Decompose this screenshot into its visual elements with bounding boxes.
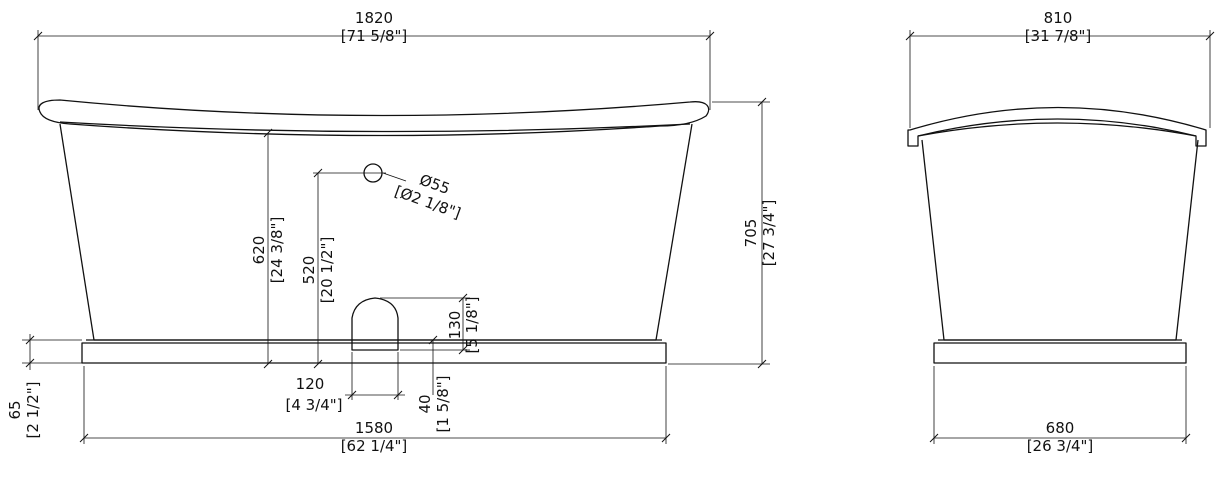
width-810-mm: 810 xyxy=(1044,9,1073,27)
side-dimension-labels: 1820 [71 5/8"] 705 [27 3/4"] 620 [24 3/8… xyxy=(6,9,778,455)
side-dimension-lines xyxy=(22,30,770,444)
base-1580-mm: 1580 xyxy=(355,419,393,437)
waste-120-in: [4 3/4"] xyxy=(285,396,342,414)
base-680-in: [26 3/4"] xyxy=(1027,437,1094,455)
waste-120-mm: 120 xyxy=(296,375,325,393)
end-tub-body xyxy=(921,139,1199,341)
width-810-in: [31 7/8"] xyxy=(1025,27,1092,45)
base-1580-in: [62 1/4"] xyxy=(341,437,408,455)
waste-130-in: [5 1/8"] xyxy=(463,296,481,353)
waste-40-in: [1 5/8"] xyxy=(434,375,452,432)
height-520-in: [20 1/2"] xyxy=(318,237,336,304)
length-1820-in: [71 5/8"] xyxy=(341,27,408,45)
waste-40-mm: 40 xyxy=(416,394,434,413)
plinth-65-in: [2 1/2"] xyxy=(24,381,42,438)
plinth-65-mm: 65 xyxy=(6,400,24,419)
end-rim-inner-line xyxy=(917,118,1197,137)
end-view xyxy=(907,106,1207,364)
end-plinth xyxy=(933,342,1187,364)
side-plinth xyxy=(81,342,667,364)
side-rim-inner-line xyxy=(59,121,691,133)
height-520-mm: 520 xyxy=(300,256,318,285)
height-620-in: [24 3/8"] xyxy=(268,217,286,284)
side-rim xyxy=(38,99,710,137)
base-680-mm: 680 xyxy=(1046,419,1075,437)
height-705-in: [27 3/4"] xyxy=(760,200,778,267)
end-dimension-lines xyxy=(905,30,1215,444)
height-620-mm: 620 xyxy=(250,236,268,265)
waste-130-mm: 130 xyxy=(446,311,464,340)
side-tub-body xyxy=(59,123,693,341)
end-dimension-labels: 810 [31 7/8"] 680 [26 3/4"] xyxy=(1025,9,1094,455)
height-705-mm: 705 xyxy=(742,219,760,248)
waste-outlet xyxy=(351,297,399,351)
side-view xyxy=(38,99,710,364)
length-1820-mm: 1820 xyxy=(355,9,393,27)
end-rim xyxy=(907,106,1207,147)
